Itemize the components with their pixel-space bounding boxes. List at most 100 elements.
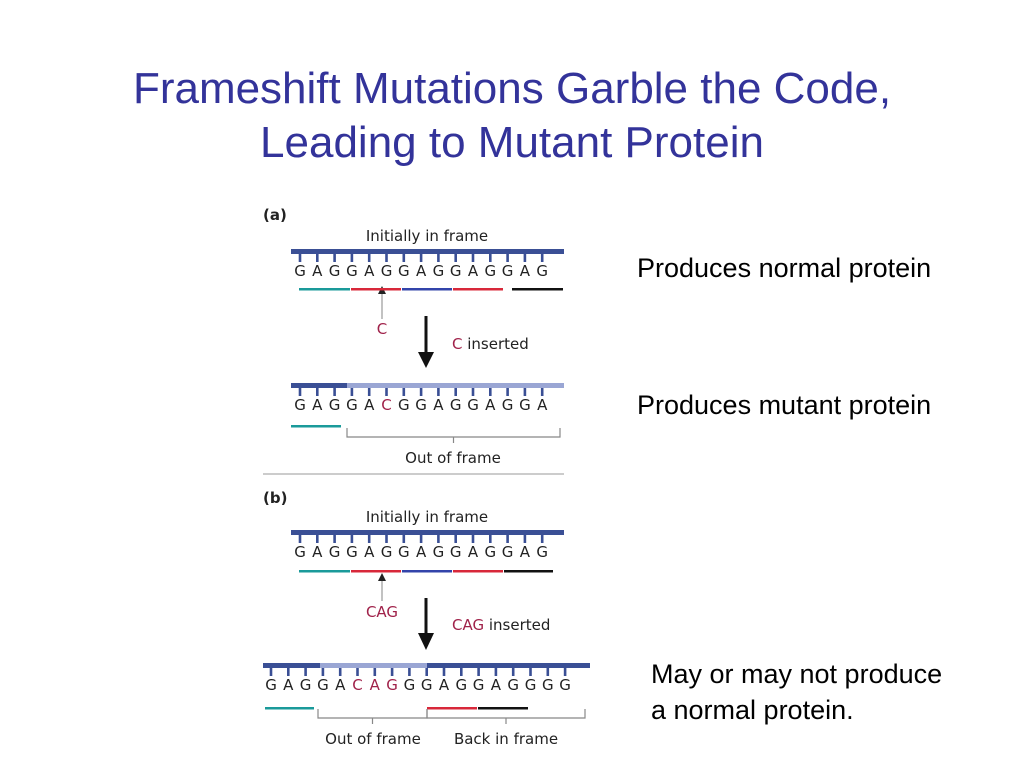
panel-a-top-tick	[540, 254, 544, 262]
note-may-or-may-not: May or may not produce a normal protein.	[651, 656, 942, 728]
panel-b-bottom-backbone-0	[263, 663, 320, 668]
panel-a-bottom-tick	[506, 388, 509, 396]
panel-b-top-tick	[350, 535, 354, 543]
panel-a-top-label: Initially in frame	[366, 227, 488, 245]
panel-a-bottom-backbone-1	[347, 383, 564, 388]
panel-a-bottom-backbone-0	[291, 383, 347, 388]
panel-b-bottom-tick	[321, 668, 325, 676]
panel-a-bottom-base: G	[415, 396, 427, 414]
panel-b-bottom-left-bracket	[317, 709, 428, 719]
panel-b-insert-base: CAG	[366, 603, 398, 621]
panel-a-down-arrow-icon	[418, 316, 434, 368]
panel-a-top-tick	[437, 254, 440, 262]
panel-a-top-base: G	[433, 262, 445, 280]
panel-b-bottom-tick	[408, 668, 411, 676]
panel-a-bottom-base: G	[329, 396, 341, 414]
panel-b-top-backbone-0	[291, 530, 564, 535]
panel-b-top-base: A	[520, 543, 531, 561]
panel-b-bottom-base: G	[507, 676, 519, 694]
panel-b-top-codon-underline-2	[402, 570, 452, 573]
panel-b-bottom-tick	[460, 668, 463, 676]
panel-b-bottom-tick	[529, 668, 532, 676]
panel-b-bottom-tick	[356, 668, 359, 676]
panel-a-top-tick	[350, 254, 354, 262]
panel-b-bottom-base: A	[370, 676, 381, 694]
panel-a-top-tick	[385, 254, 388, 262]
panel-b-top-tick	[333, 535, 336, 543]
panel-b-bottom-tick	[494, 668, 498, 676]
panel-b-top-codon-underline-0	[299, 570, 350, 573]
panel-b-top-base: G	[329, 543, 341, 561]
panel-b-bottom-base: G	[265, 676, 277, 694]
panel-b-bottom-backbone-2	[427, 663, 590, 668]
panel-b-bottom-base: A	[335, 676, 346, 694]
panel-a-top-tick	[506, 254, 509, 262]
panel-a-top-base: G	[536, 262, 548, 280]
panel-b-top-tick	[419, 535, 423, 543]
panel-a-bottom-base: A	[312, 396, 323, 414]
panel-b-bottom-tick	[546, 668, 550, 676]
slide-title-line-2: Leading to Mutant Protein	[260, 118, 764, 167]
panel-a-top-tick	[489, 254, 492, 262]
panel-a-top-backbone-0	[291, 249, 564, 254]
note-produces-normal: Produces normal protein	[637, 253, 932, 283]
panel-a-bottom-tick	[471, 388, 475, 396]
panel-a-top-codon-underline-3	[453, 288, 503, 291]
panel-b-bottom-base: A	[439, 676, 450, 694]
panel-a-letter: (a)	[263, 206, 287, 224]
panel-b-top-codon-underline-4	[504, 570, 553, 573]
panel-b-bottom-label-right: Back in frame	[454, 730, 558, 748]
panel-a-top-tick	[333, 254, 336, 262]
panel-b-top-base: G	[346, 543, 358, 561]
panel-a-top-tick	[471, 254, 475, 262]
panel-a-bottom-tick	[419, 388, 423, 396]
panel-b-bottom-base: A	[491, 676, 502, 694]
panel-b-bottom-base: G	[542, 676, 554, 694]
panel-b-bottom-tick	[373, 668, 377, 676]
panel-a-bottom-base: G	[346, 396, 358, 414]
panel-b-top-base: G	[433, 543, 445, 561]
panel-b-bottom-tick	[269, 668, 273, 676]
panel-b-top-tick	[385, 535, 388, 543]
panel-b-bottom-codon-underline-1	[427, 707, 477, 710]
panel-b-bottom-tick	[511, 668, 515, 676]
panel-b-bottom-codon-underline-2	[478, 707, 528, 710]
panel-b-bottom-base: G	[300, 676, 312, 694]
panel-a-top-tick	[402, 254, 406, 262]
panel-a-top-tick	[316, 254, 319, 262]
panel-a-top-codon-underline-2	[402, 288, 452, 291]
slide-title-line-1: Frameshift Mutations Garble the Code,	[132, 64, 892, 113]
panel-b-top-tick	[523, 535, 527, 543]
panel-b-insert-note-base: CAG	[452, 616, 484, 634]
panel-b-bottom-backbone-1	[320, 663, 427, 668]
panel-a-top-base: A	[468, 262, 479, 280]
panel-a-top-base: G	[381, 262, 393, 280]
panel-b-top-tick	[437, 535, 440, 543]
panel-b-bottom-base: G	[559, 676, 571, 694]
panel-a-bottom-base: A	[364, 396, 375, 414]
panel-a-top-base: G	[502, 262, 514, 280]
panel-a-bottom-label: Out of frame	[405, 449, 501, 467]
panel-a-bottom-tick	[385, 388, 388, 396]
panel-a-bottom-tick	[333, 388, 336, 396]
panel-b-top-base: G	[450, 543, 462, 561]
panel-a-top-base: A	[416, 262, 427, 280]
note-may-line-1: May or may not produce	[651, 659, 943, 689]
slide-title: Frameshift Mutations Garble the Code, Le…	[0, 62, 1024, 170]
panel-a-top-tick	[298, 254, 302, 262]
panel-a-insert-note-rest: inserted	[462, 335, 528, 353]
panel-b-top-codon-underline-1	[351, 570, 401, 573]
panel-b-top-base: G	[294, 543, 306, 561]
panel-b-insert-caret-icon	[378, 573, 386, 581]
panel-b-insert-note-rest: inserted	[484, 616, 550, 634]
panel-a-bottom-base: G	[450, 396, 462, 414]
panel-a-bottom-tick	[350, 388, 354, 396]
panel-b-top-tick	[402, 535, 406, 543]
panel-b-top-tick	[298, 535, 302, 543]
panel-b-down-arrow-icon	[418, 598, 434, 650]
panel-b-bottom-tick	[304, 668, 307, 676]
panel-a-bottom-tick	[540, 388, 544, 396]
panel-b-top-tick	[471, 535, 475, 543]
